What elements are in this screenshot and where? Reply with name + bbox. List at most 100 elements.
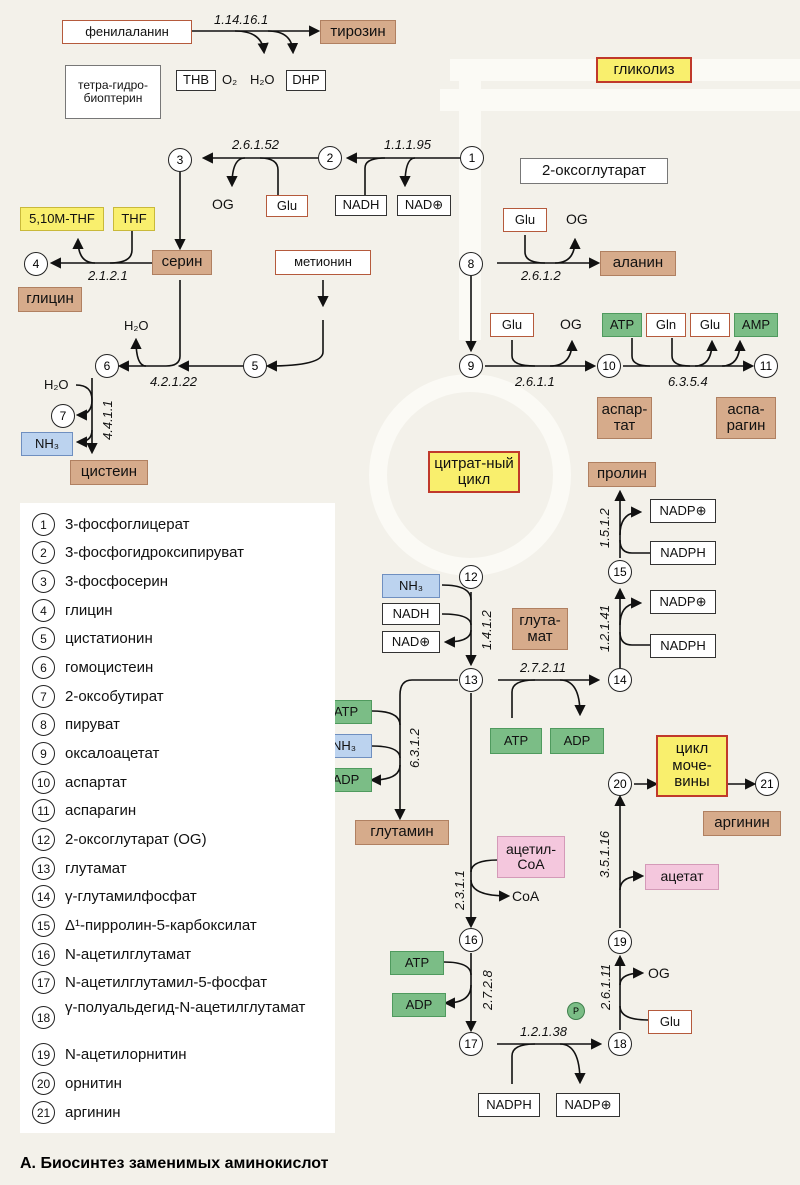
alanine-box: аланин [600, 251, 676, 276]
adp-1-box: ADP [550, 728, 604, 754]
figure-caption: А. Биосинтез заменимых аминокислот [20, 1155, 329, 1172]
adp-3-box: ADP [392, 993, 446, 1017]
acetate-box: ацетат [645, 864, 719, 890]
citrate-cycle-box: цитрат-ный цикл [428, 451, 520, 493]
oxoglutarate-note: 2-оксоглутарат [520, 158, 668, 184]
enzyme-1-2-1-38: 1.2.1.38 [520, 1024, 567, 1039]
enzyme-1-14-16-1: 1.14.16.1 [214, 12, 269, 27]
enzyme-2-7-2-11: 2.7.2.11 [520, 660, 567, 675]
enzyme-1-1-1-95: 1.1.1.95 [384, 137, 431, 152]
node-17: 17 [459, 1032, 483, 1056]
phosphate-icon: P [567, 1002, 585, 1020]
glutamine-box: глутамин [355, 820, 449, 845]
enzyme-1-5-1-2: 1.5.1.2 [597, 508, 612, 548]
serine-box: серин [152, 250, 212, 275]
node-7: 7 [51, 404, 75, 428]
node-12: 12 [459, 565, 483, 589]
atp-3-box: ATP [490, 728, 542, 754]
proline-box: пролин [588, 462, 656, 487]
og-2-label: OG [566, 211, 588, 227]
node-16: 16 [459, 928, 483, 952]
enzyme-2-6-1-1: 2.6.1.1 [515, 374, 555, 389]
enzyme-6-3-5-4: 6.3.5.4 [668, 374, 708, 389]
arginine-box: аргинин [703, 811, 781, 836]
thb-box: THB [176, 70, 216, 91]
node-11: 11 [754, 354, 778, 378]
nadp-3-box: NADP⊕ [556, 1093, 620, 1117]
glycine-box: глицин [18, 287, 82, 312]
o2-label: O₂ [222, 72, 238, 87]
tyrosine-box: тирозин [320, 20, 396, 44]
methylene-thf-box: 5,10M-THF [20, 207, 104, 231]
glu-4-box: Glu [690, 313, 730, 337]
phenylalanine-box: фенилаланин [62, 20, 192, 44]
node-3: 3 [168, 148, 192, 172]
nadh-1-box: NADH [335, 195, 387, 216]
methionine-box: метионин [275, 250, 371, 275]
nh3-2-box: NH₃ [382, 574, 440, 598]
node-20: 20 [608, 772, 632, 796]
enzyme-2-6-1-11: 2.6.1.11 [598, 963, 613, 1010]
enzyme-3-5-1-16: 3.5.1.16 [597, 831, 612, 878]
glu-2-box: Glu [503, 208, 547, 232]
glycolysis-box: гликолиз [596, 57, 692, 83]
enzyme-6-3-1-2: 6.3.1.2 [407, 728, 422, 768]
node-21: 21 [755, 772, 779, 796]
node-19: 19 [608, 930, 632, 954]
node-13: 13 [459, 668, 483, 692]
node-1: 1 [460, 146, 484, 170]
glu-5-box: Glu [648, 1010, 692, 1034]
enzyme-4-4-1-1: 4.4.1.1 [100, 400, 115, 440]
og-3-label: OG [560, 316, 582, 332]
gln-box: Gln [646, 313, 686, 337]
nad-1-box: NAD⊕ [397, 195, 451, 216]
enzyme-4-2-1-22: 4.2.1.22 [150, 374, 197, 389]
node-9: 9 [459, 354, 483, 378]
cysteine-box: цистеин [70, 460, 148, 485]
node-18: 18 [608, 1032, 632, 1056]
atp-1-box: ATP [602, 313, 642, 337]
glutamate-box: глута-мат [512, 608, 568, 650]
amp-box: AMP [734, 313, 778, 337]
node-6: 6 [95, 354, 119, 378]
nadp-2-box: NADP⊕ [650, 590, 716, 614]
enzyme-1-4-1-2: 1.4.1.2 [479, 610, 494, 650]
asparagine-box: аспа-рагин [716, 397, 776, 439]
tetrahydrobiopterin-note: тетра-гидро-биоптерин [65, 65, 161, 119]
node-8: 8 [459, 252, 483, 276]
node-2: 2 [318, 146, 342, 170]
h2o-2-label: H₂O [124, 318, 149, 333]
urea-cycle-box: цикл моче-вины [656, 735, 728, 797]
enzyme-1-2-1-41: 1.2.1.41 [597, 605, 612, 652]
h2o-top-label: H₂O [250, 72, 275, 87]
acetyl-coa-box: ацетил-CoA [497, 836, 565, 878]
coa-label: CoA [512, 888, 540, 904]
h2o-3-label: H₂O [44, 377, 69, 392]
nadph-1-box: NADPH [650, 541, 716, 565]
aspartate-box: аспар-тат [597, 397, 652, 439]
nh3-1-box: NH₃ [21, 432, 73, 456]
nad-2-box: NAD⊕ [382, 631, 440, 653]
nadph-3-box: NADPH [478, 1093, 540, 1117]
nadp-1-box: NADP⊕ [650, 499, 716, 523]
